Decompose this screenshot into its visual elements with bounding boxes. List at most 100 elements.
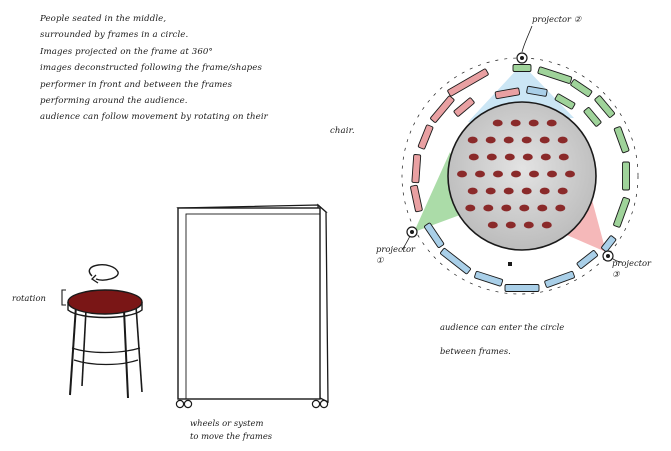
rotation-label: rotation [12, 293, 46, 303]
projection-frame [544, 270, 575, 288]
projection-frame [613, 196, 631, 228]
audience-seat [523, 221, 534, 229]
projector-1-number: ① [376, 255, 384, 265]
frame-caption-line-2: to move the frames [190, 431, 273, 441]
audience-seat [457, 170, 467, 178]
audience-seat [539, 136, 550, 144]
projector-1-label: projector ① [376, 244, 416, 266]
frame-wheels [175, 399, 329, 409]
audience-seat [522, 153, 533, 161]
audience-seat [529, 170, 539, 178]
projector-3-number: ③ [612, 269, 620, 279]
projection-frame [537, 66, 573, 84]
audience-seat [468, 153, 479, 161]
rotation-bracket [61, 289, 66, 306]
audience-seat [511, 170, 521, 178]
arena-caption-line-1: audience can enter the circle [440, 322, 565, 332]
arena-caption-line-2: between frames. [440, 346, 511, 356]
audience-seat [547, 170, 557, 178]
projection-frame [453, 97, 475, 117]
audience-seat [465, 204, 476, 212]
note-line-7: audience can follow movement by rotating… [40, 112, 268, 122]
audience-seat [493, 170, 503, 178]
projector-3-label-text: projector [612, 258, 652, 268]
audience-seats [457, 119, 575, 229]
audience-seat [504, 153, 515, 161]
note-line-2: surrounded by frames in a circle. [40, 30, 189, 40]
audience-seat [537, 204, 548, 212]
audience-seat [487, 221, 498, 229]
projection-frame [504, 284, 540, 292]
audience-seat [467, 187, 478, 195]
projection-frame [411, 154, 422, 184]
projector-2-label-text: projector [532, 14, 572, 24]
projection-frame [622, 161, 630, 191]
audience-seat [528, 119, 539, 127]
audience-seat [557, 136, 568, 144]
note-line-6: performing around the audience. [40, 96, 188, 106]
audience-seat [519, 204, 530, 212]
note-line-3: Images projected on the frame at 360° [40, 47, 213, 57]
audience-seat [555, 204, 566, 212]
stool-seat [67, 289, 143, 315]
projection-frame [601, 235, 617, 253]
projection-frame [430, 95, 455, 123]
projection-frame [554, 93, 576, 110]
audience-seat [521, 136, 532, 144]
audience-seat [558, 153, 569, 161]
audience-seat [521, 187, 532, 195]
audience-seat [485, 187, 496, 195]
projector-3-label: projector ③ [612, 258, 668, 280]
note-line-5: performer in front and between the frame… [40, 80, 233, 90]
audience-seat [557, 187, 568, 195]
projection-frame [594, 95, 615, 118]
projection-frame [424, 222, 445, 248]
audience-seat [503, 136, 514, 144]
frame-caption-line-1: wheels or system [190, 418, 264, 428]
audience-seat [505, 221, 516, 229]
projection-frame [570, 79, 593, 98]
note-line-8: chair. [330, 126, 355, 136]
projection-frame [440, 248, 471, 275]
projection-frame [417, 124, 434, 150]
audience-seat [546, 119, 557, 127]
audience-seat [510, 119, 521, 127]
projector-2-icon [516, 52, 528, 64]
stool [61, 264, 143, 399]
frames-ring [410, 64, 631, 292]
frame-panel [175, 203, 329, 409]
audience-seat [539, 187, 550, 195]
projector-3-icon [602, 250, 614, 262]
rotation-arrow-icon [88, 264, 119, 281]
projection-frame [410, 184, 423, 213]
projection-frame [576, 250, 598, 269]
projection-frame [494, 87, 521, 100]
audience-seat [540, 153, 551, 161]
projector-1-icon [406, 226, 418, 238]
audience-seat [492, 119, 503, 127]
center-mark [508, 262, 512, 266]
projector-2-label: projector ② [532, 14, 581, 24]
projection-frame [583, 107, 602, 127]
projector-2-number: ② [573, 14, 582, 24]
audience-seat [475, 170, 485, 178]
audience-seat [503, 187, 514, 195]
audience-seat [485, 136, 496, 144]
note-line-4: images deconstructed following the frame… [40, 63, 262, 73]
note-line-1: People seated in the middle, [40, 14, 167, 24]
audience-seat [486, 153, 497, 161]
projection-frame [447, 68, 489, 97]
audience-seat [467, 136, 478, 144]
audience-seat [501, 204, 512, 212]
audience-seat [483, 204, 494, 212]
projection-frame [512, 64, 532, 72]
projection-frame [526, 85, 548, 97]
audience-seat [565, 170, 575, 178]
projector-1-label-text: projector [376, 244, 416, 254]
audience-seat [541, 221, 552, 229]
arena-top-view [401, 25, 639, 295]
projection-frame [474, 270, 504, 287]
projection-frame [613, 126, 630, 154]
